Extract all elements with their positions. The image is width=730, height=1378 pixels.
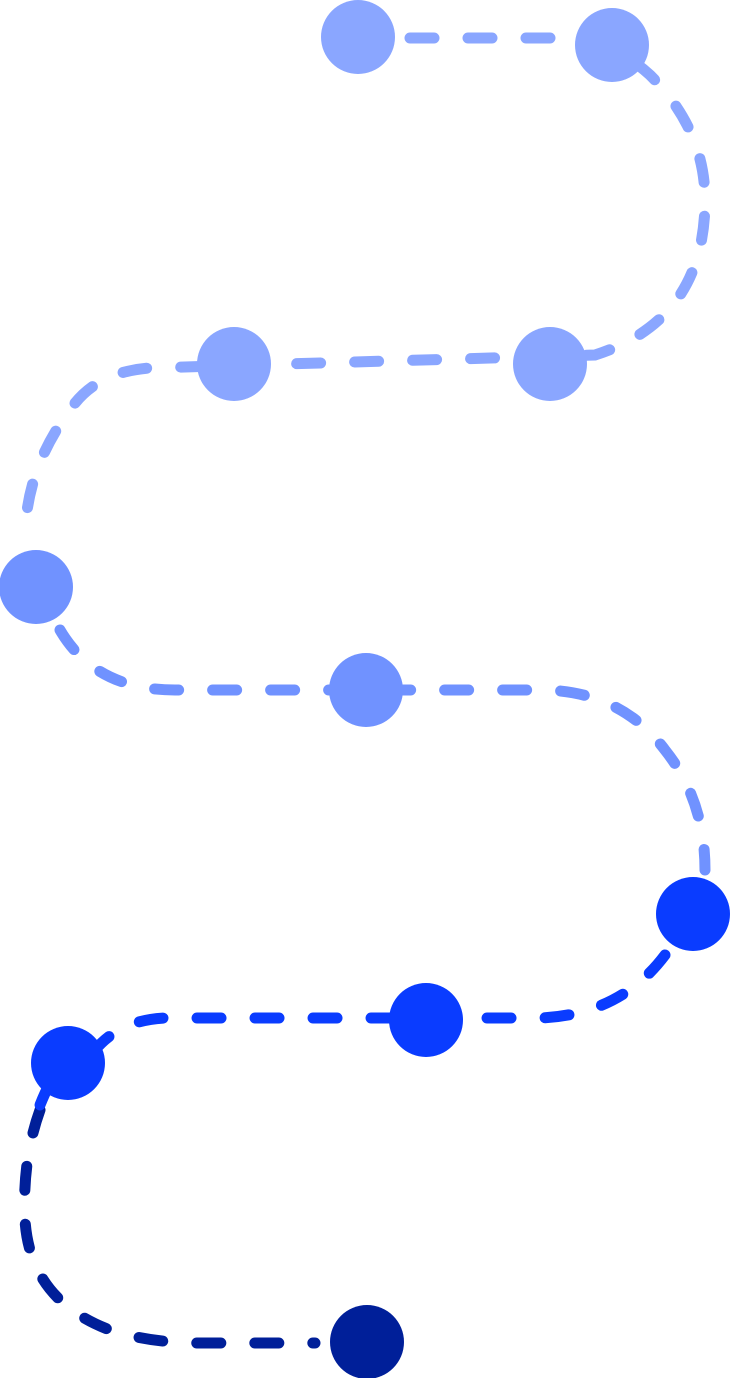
step-node-3[interactable] xyxy=(513,327,587,401)
path-segment-1 xyxy=(19,32,711,546)
step-node-4[interactable] xyxy=(197,327,271,401)
step-node-7[interactable] xyxy=(656,877,730,951)
step-node-2[interactable] xyxy=(575,8,649,82)
step-node-9[interactable] xyxy=(31,1026,105,1100)
path-segment-3 xyxy=(89,949,671,1056)
step-node-1[interactable] xyxy=(321,0,395,74)
step-node-5[interactable] xyxy=(0,550,73,624)
step-node-6[interactable] xyxy=(329,653,403,727)
step-node-8[interactable] xyxy=(389,983,463,1057)
path-segment-4 xyxy=(19,1104,321,1349)
step-node-10[interactable] xyxy=(330,1305,404,1378)
path-segment-2 xyxy=(54,624,711,876)
